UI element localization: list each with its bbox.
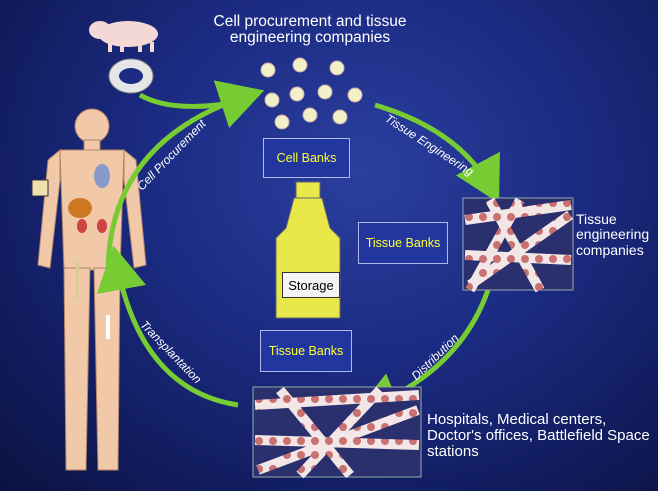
tissue-sample-icon (108, 58, 154, 94)
tissue-engineering-companies-label: Tissue engineering companies (576, 211, 650, 258)
storage-label: Storage (282, 272, 340, 298)
tissue-scaffold-image-bottom (252, 386, 422, 479)
arrow-pig-cells (138, 92, 249, 109)
pig-icon (89, 21, 158, 52)
organs-icon (68, 164, 110, 339)
tissue-banks-box-2: Tissue Banks (260, 330, 352, 372)
tissue-banks-box-1: Tissue Banks (358, 222, 448, 264)
cell-banks-box: Cell Banks (263, 138, 350, 178)
cartilage-icon (31, 179, 49, 197)
arrow-cell-procurement (105, 80, 265, 271)
cells-icon (260, 57, 363, 130)
arrow-transplantation (96, 245, 239, 408)
title-text: Cell procurement and tissue engineering … (213, 13, 407, 47)
hospitals-label: Hospitals, Medical centers, Doctor's off… (427, 411, 650, 461)
human-body-figure (37, 108, 147, 471)
arrow-tissue-engineering (374, 102, 500, 204)
tissue-scaffold-image-right (462, 197, 574, 293)
